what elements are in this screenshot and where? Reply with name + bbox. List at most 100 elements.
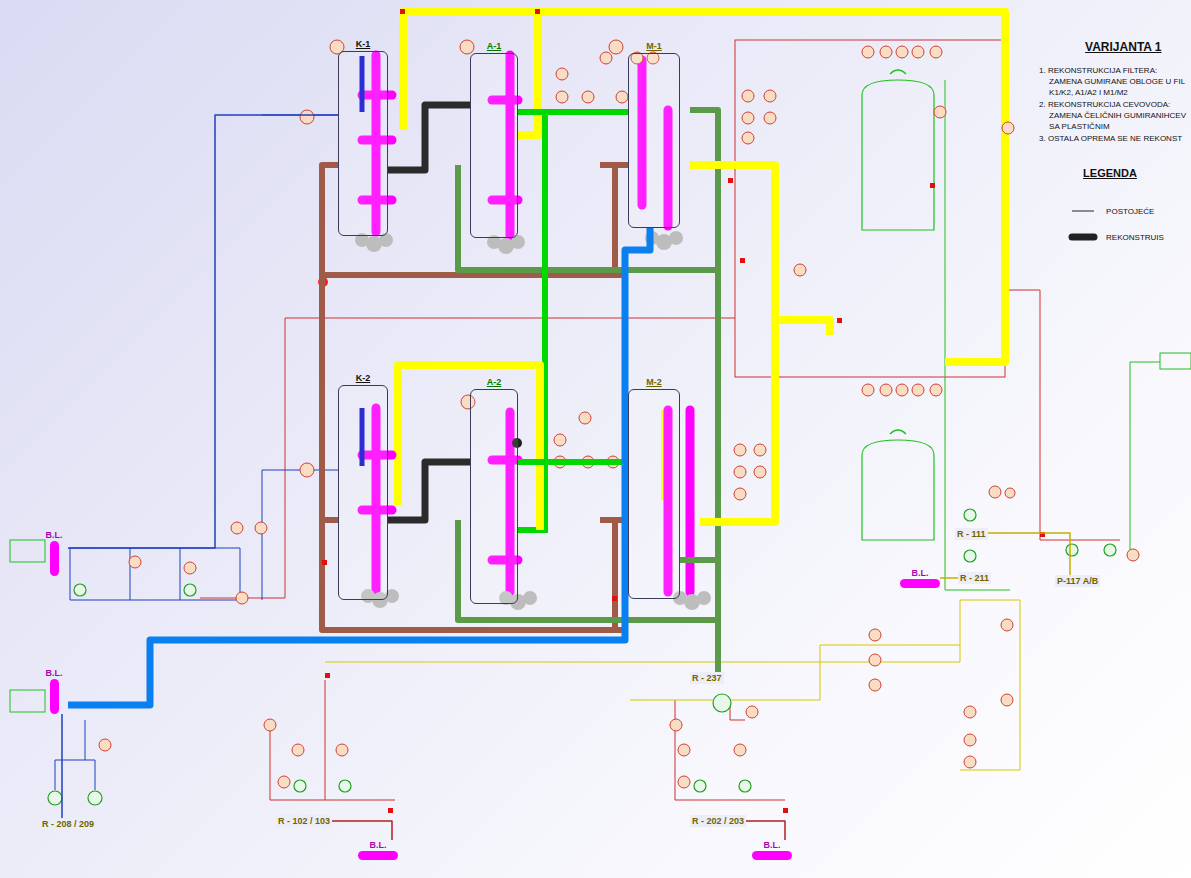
magenta-pipe <box>686 410 695 592</box>
pump-symbol <box>964 509 976 521</box>
filter-tag: K-1 <box>338 38 388 51</box>
thin-green-line <box>1130 362 1160 560</box>
instrument-bubble <box>734 466 746 478</box>
instrument-bubble <box>1127 549 1139 561</box>
brown-pipe <box>612 165 618 275</box>
flow-marker <box>740 258 745 263</box>
instrument-bubble <box>300 110 314 124</box>
thin-green-line <box>10 690 45 712</box>
filter-vessel: M-1 <box>628 40 680 228</box>
instrument-bubble <box>794 264 806 276</box>
instrument-bubble <box>989 486 1001 498</box>
instrument-bubble <box>896 384 908 396</box>
yellow-pipe <box>518 12 538 135</box>
thin-blue-line <box>55 115 338 790</box>
instrument-bubble <box>1005 488 1015 498</box>
pipe-connector <box>68 115 338 548</box>
legend-line <box>1072 234 1094 241</box>
filter-tag: A-2 <box>470 376 518 389</box>
pump-symbol <box>48 791 62 805</box>
instrument-bubble <box>582 91 594 103</box>
note-line: SA PLASTIČNIM <box>1049 122 1109 132</box>
brown-pipe <box>612 520 618 630</box>
battery-limit-band <box>752 851 792 860</box>
pipe-connector <box>322 165 338 520</box>
pump-label: R - 237 <box>690 672 724 684</box>
instrument-bubble <box>896 46 908 58</box>
pump-tag: R - 211 <box>958 572 991 584</box>
grey-drain <box>523 591 537 605</box>
battery-limit-label: B.L. <box>46 530 63 541</box>
flow-marker <box>400 9 405 14</box>
instrument-bubble <box>129 556 141 568</box>
battery-limit-band <box>50 541 59 576</box>
thin-yellow-line <box>960 700 1020 770</box>
pipe-connector <box>332 821 392 840</box>
pipe-connector <box>388 462 470 520</box>
flow-marker <box>325 673 330 678</box>
legend-text: POSTOJEĆE <box>1106 207 1154 216</box>
flow-marker <box>388 808 393 813</box>
flow-marker <box>612 596 617 601</box>
thin-red-line <box>200 318 285 598</box>
grey-drain <box>669 231 683 245</box>
flow-marker <box>930 183 935 188</box>
pump-tag: P-117 A/B <box>1055 575 1100 587</box>
instrument-bubble <box>746 706 758 718</box>
instrument-bubble <box>579 412 591 424</box>
note-line: 1. REKONSTRUKCIJA FILTERA: <box>1039 66 1157 76</box>
thin-green-line <box>10 80 1191 712</box>
battery-limit: B.L. <box>40 530 68 576</box>
thin-blue-line <box>55 720 85 790</box>
instrument-bubble <box>1002 122 1014 134</box>
legend-line <box>1072 211 1094 212</box>
instrument-bubble <box>734 444 746 456</box>
instrument-bubble <box>1001 619 1013 631</box>
thin-blue-line <box>180 548 181 600</box>
yellow-pipe <box>690 165 775 522</box>
instrument-bubble <box>862 384 874 396</box>
instrument-bubble <box>930 384 942 396</box>
yellow-pipe <box>775 320 830 335</box>
instrument-bubble <box>964 734 976 746</box>
storage-tank <box>862 70 934 540</box>
battery-limit: B.L. <box>752 840 792 860</box>
pipe-connector <box>61 714 63 818</box>
pipe-connector <box>680 560 718 672</box>
thin-blue-line <box>85 760 95 790</box>
instrument-bubble <box>99 739 111 751</box>
instrument-bubble <box>99 40 1139 788</box>
battery-limit: B.L. <box>40 668 68 714</box>
pump-symbol <box>88 791 102 805</box>
instrument-bubble <box>678 744 690 756</box>
legend-row: POSTOJEĆE <box>1068 206 1154 216</box>
yellow-pipe <box>398 365 540 530</box>
instrument-bubble <box>292 744 304 756</box>
pump-label: R - 211 <box>958 572 991 584</box>
pipe-connector <box>388 105 470 170</box>
instrument-bubble <box>912 46 924 58</box>
battery-limit-band <box>50 679 59 714</box>
note-line: ZAMENA GUMIRANE OBLOGE U FIL <box>1049 77 1185 87</box>
legend-sample <box>1068 232 1098 242</box>
storage-tank <box>890 70 906 74</box>
instrument-bubble <box>231 522 243 534</box>
instrument-bubble <box>862 46 874 58</box>
instrument-bubble <box>278 776 290 788</box>
pump-tag: R - 208 / 209 <box>40 818 96 830</box>
storage-tank <box>862 440 934 540</box>
thin-blue-line <box>70 548 240 600</box>
instrument-bubble <box>600 52 612 64</box>
battery-limit: B.L. <box>358 840 398 860</box>
pump-tag: R - 202 / 203 <box>690 815 746 827</box>
instrument-bubble <box>554 434 566 446</box>
pump-label: P-117 A/B <box>1055 575 1100 587</box>
pump-tag: R - 102 / 103 <box>276 815 332 827</box>
pump-symbol <box>713 694 731 712</box>
note-line: K1/K2, A1/A2 I M1/M2 <box>1049 88 1128 98</box>
battery-limit-label: B.L. <box>46 668 63 679</box>
note-line: ZAMENA ČELIČNIH GUMIRANIHCEV <box>1049 111 1186 121</box>
pipe-connector <box>518 109 628 115</box>
